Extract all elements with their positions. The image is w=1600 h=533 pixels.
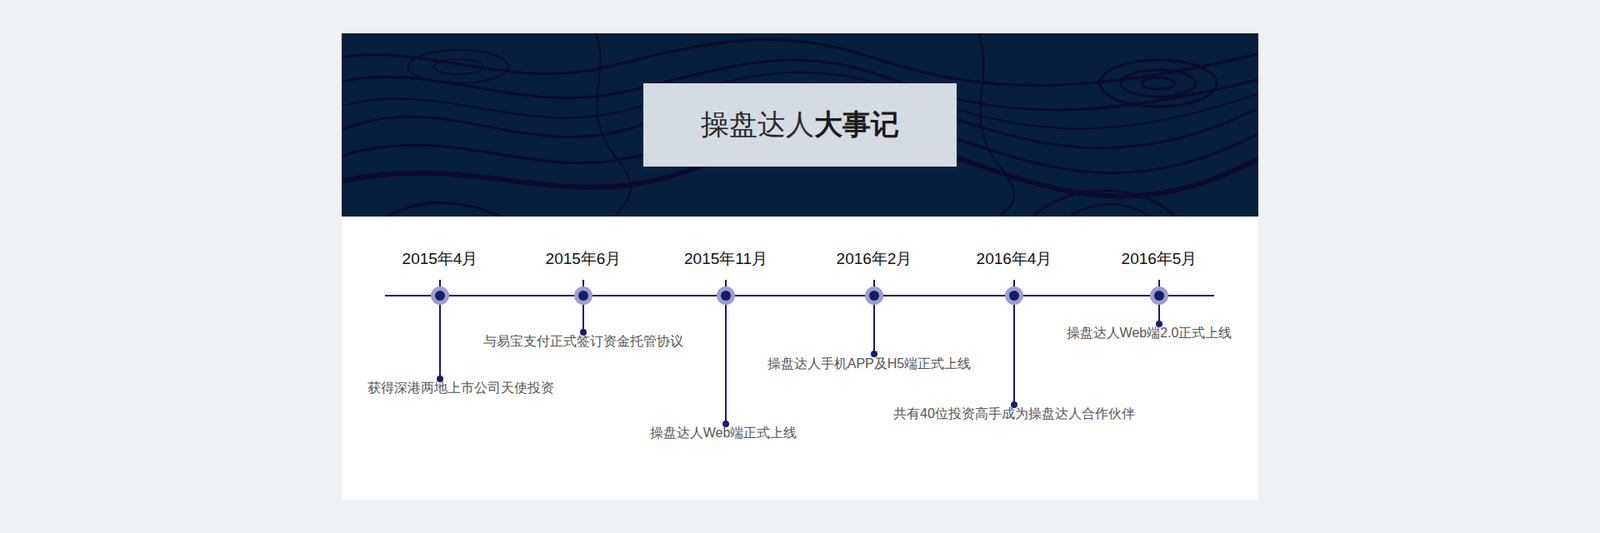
- dot-halo: [1150, 286, 1169, 305]
- event-label: 操盘达人Web端正式上线: [650, 425, 798, 443]
- timeline-marker: [1005, 280, 1024, 409]
- event-label: 操盘达人手机APP及H5端正式上线: [767, 355, 971, 374]
- dot-halo: [865, 286, 884, 305]
- event-label: 操盘达人Web端2.0正式上线: [1066, 325, 1233, 343]
- timeline-marker: [430, 280, 450, 383]
- dot-core: [1009, 290, 1020, 301]
- title-text: 操盘达人: [700, 105, 815, 145]
- date-label: 2015年6月: [545, 248, 622, 270]
- event-label: 共有40位投资高手成为操盘达人合作伙伴: [893, 405, 1135, 424]
- date-label: 2016年2月: [836, 248, 913, 270]
- title-text: 大事记: [814, 105, 900, 145]
- stem-end-dot: [870, 350, 878, 358]
- event-label: 与易宝支付正式签订资金托管协议: [483, 333, 684, 351]
- date-label: 2015年4月: [402, 248, 479, 270]
- date-label: 2016年4月: [976, 248, 1053, 270]
- timeline-marker: [716, 280, 735, 428]
- event-label: 获得深港两地上市公司天使投资: [367, 380, 555, 398]
- date-label: 2015年11月: [684, 248, 768, 270]
- dot-halo: [716, 286, 735, 305]
- dot-halo: [430, 286, 450, 305]
- dot-core: [578, 290, 589, 301]
- dot-core: [720, 290, 731, 301]
- dot-core: [435, 290, 445, 301]
- timeline-marker: [865, 280, 884, 358]
- dot-halo: [1005, 286, 1024, 305]
- dot-halo: [574, 286, 593, 305]
- title-box: 操盘达人大事记: [643, 83, 957, 167]
- date-label: 2016年5月: [1121, 248, 1198, 270]
- timeline-marker: [1150, 280, 1169, 328]
- dot-core: [1154, 290, 1165, 301]
- dot-core: [869, 290, 880, 301]
- card-panel: 操盘达人大事记 2015年4月 2015年6月 2015年11月 2016年2月 2016…: [341, 33, 1259, 500]
- timeline-axis: [385, 295, 1215, 297]
- timeline-marker: [574, 280, 593, 336]
